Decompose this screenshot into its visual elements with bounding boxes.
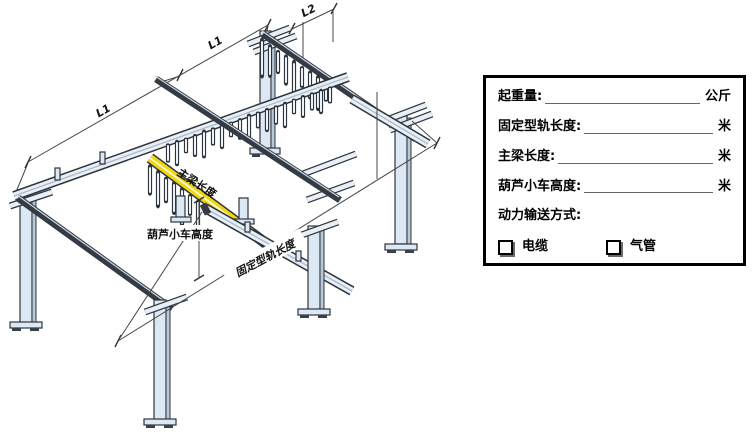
rail-bracket: [143, 293, 189, 316]
fixed-rail-length-input[interactable]: [584, 119, 713, 134]
runway-rail-front-left: [15, 194, 175, 312]
capacity-input[interactable]: [545, 89, 700, 104]
fixed-rail-left: [12, 72, 350, 201]
form-row-fixed-rail-length: 固定型轨长度: 米: [498, 119, 731, 135]
form-row-power-mode: 动力输送方式:: [498, 208, 731, 224]
field-label: 葫芦小车高度:: [498, 178, 582, 194]
support-column: [143, 299, 177, 428]
option-label: 电缆: [522, 239, 549, 255]
checkbox-cable[interactable]: [498, 239, 513, 255]
rail-bracket: [8, 188, 54, 210]
field-unit: 米: [717, 119, 731, 135]
support-column: [9, 197, 43, 331]
support-column: [297, 225, 331, 318]
svg-text:葫芦小车高度: 葫芦小车高度: [147, 227, 214, 241]
field-label: 起重量:: [498, 89, 543, 105]
dim-label-l1-left: L1: [94, 102, 113, 121]
field-label: 固定型轨长度:: [498, 119, 582, 135]
dim-label-l1-right: L1: [206, 34, 225, 53]
form-row-hoist-height: 葫芦小车高度: 米: [498, 178, 731, 194]
checkbox-air-pipe[interactable]: [606, 239, 622, 255]
form-row-options: 电缆 气管: [498, 239, 731, 255]
field-label: 主梁长度:: [498, 148, 556, 164]
form-row-capacity: 起重量: 公斤: [498, 89, 731, 105]
fixed-rail-segment: [349, 94, 431, 149]
spec-form: 起重量: 公斤 固定型轨长度: 米 主梁长度: 米 葫芦小车高度: 米 动力输送…: [483, 75, 746, 266]
power-mode-label: 动力输送方式:: [498, 208, 582, 223]
main-beam-length-input[interactable]: [558, 149, 713, 164]
dim-label-hoist-height: 葫芦小车高度: [143, 225, 217, 241]
runway-rail-middle: [154, 75, 342, 203]
field-unit: 米: [717, 178, 731, 194]
option-cable: 电缆: [498, 239, 548, 255]
field-unit: 米: [717, 148, 731, 164]
rail-bracket: [294, 218, 340, 241]
option-label: 气管: [630, 239, 657, 255]
field-unit: 公斤: [704, 89, 731, 105]
form-row-main-beam-length: 主梁长度: 米: [498, 149, 731, 165]
dim-label-l2: L2: [299, 2, 318, 20]
hoist-height-input[interactable]: [584, 178, 713, 194]
dimension-span-l1: [15, 18, 272, 193]
option-air-pipe: 气管: [606, 239, 656, 255]
